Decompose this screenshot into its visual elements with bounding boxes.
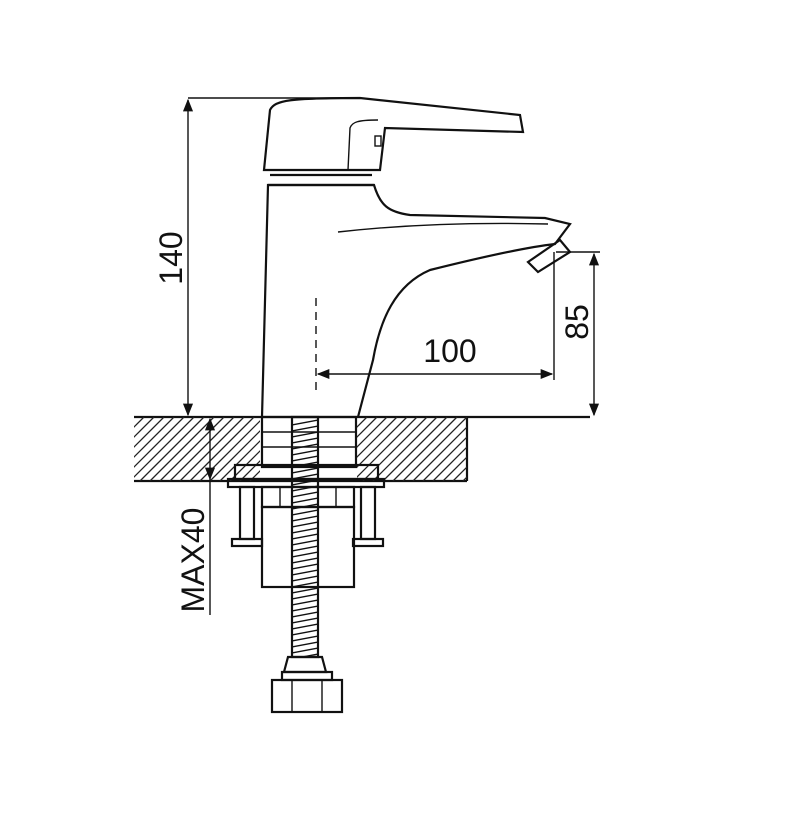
thread-line: [292, 641, 318, 648]
hatch-line: [372, 417, 438, 481]
faucet-body: [260, 173, 572, 418]
hatch-line: [249, 470, 260, 481]
dimension-label-140: 140: [153, 231, 189, 284]
thread-line: [292, 563, 318, 570]
thread-line: [292, 587, 318, 594]
dimension-label-100: 100: [423, 333, 476, 369]
thread-line: [292, 455, 318, 462]
thread-line: [292, 479, 318, 486]
hatch-line: [219, 440, 260, 481]
hatch-line: [169, 417, 235, 481]
thread-line: [292, 437, 318, 444]
thread-line: [292, 605, 318, 612]
thread-line: [292, 443, 318, 450]
thread-line: [292, 575, 318, 582]
thread-line: [292, 539, 318, 546]
hatch-line: [362, 417, 428, 481]
thread-line: [292, 629, 318, 636]
thread-line: [292, 461, 318, 468]
hatch-line: [209, 430, 260, 481]
thread-line: [292, 569, 318, 576]
thread-line: [292, 635, 318, 642]
thread-line: [292, 419, 318, 426]
hatch-line: [392, 417, 458, 481]
thread-line: [292, 473, 318, 480]
thread-line: [292, 527, 318, 534]
hatch-line: [432, 446, 467, 481]
thread-line: [292, 623, 318, 630]
hatch-line: [357, 417, 408, 468]
hatch-line: [239, 460, 260, 481]
hatch-line: [382, 417, 448, 481]
countertop-hatch-left: [134, 417, 260, 481]
thread-line: [292, 593, 318, 600]
thread-line: [292, 617, 318, 624]
hatch-line: [229, 450, 260, 481]
thread-line: [292, 509, 318, 516]
hatch-line: [402, 417, 467, 481]
hatch-line: [134, 417, 185, 468]
hatch-line: [357, 417, 388, 448]
thread-line: [292, 425, 318, 432]
hatch-line: [412, 426, 467, 481]
hatch-line: [159, 417, 225, 481]
thread-line: [292, 515, 318, 522]
thread-line: [292, 581, 318, 588]
dimension-label-max40: MAX40: [175, 508, 211, 613]
thread-line: [292, 521, 318, 528]
faucet-lever-handle: [262, 96, 525, 172]
mounting-assembly: [226, 415, 386, 714]
thread-line: [292, 503, 318, 510]
thread-line: [292, 599, 318, 606]
hatch-line: [134, 417, 165, 448]
dimension-label-85: 85: [559, 304, 595, 340]
threaded-rod: [292, 419, 318, 657]
countertop: [134, 415, 590, 483]
thread-line: [292, 551, 318, 558]
hatch-line: [134, 417, 155, 438]
thread-line: [292, 491, 318, 498]
hatch-line: [134, 417, 195, 478]
hatch-line: [134, 417, 145, 428]
dimension-spout-reach: 100: [316, 252, 555, 380]
dimension-height-total: 140: [153, 97, 360, 417]
hatch-line: [357, 417, 398, 458]
hatch-line: [357, 417, 378, 438]
thread-line: [292, 485, 318, 492]
hatch-line: [452, 466, 467, 481]
hatch-line: [422, 436, 467, 481]
thread-line: [292, 431, 318, 438]
thread-line: [292, 449, 318, 456]
thread-line: [292, 467, 318, 474]
hatch-line: [357, 417, 418, 478]
thread-line: [292, 557, 318, 564]
countertop-hatch-right: [357, 417, 467, 481]
thread-line: [292, 497, 318, 504]
hatch-line: [134, 417, 175, 458]
thread-line: [292, 545, 318, 552]
thread-line: [292, 533, 318, 540]
hatch-line: [134, 417, 135, 418]
hatch-line: [189, 417, 255, 481]
hatch-line: [462, 476, 467, 481]
dimension-spout-height: 85: [556, 251, 600, 417]
dimension-max-thickness: MAX40: [175, 417, 216, 615]
hatch-line: [139, 417, 205, 481]
hatch-line: [442, 456, 467, 481]
thread-line: [292, 611, 318, 618]
hatch-line: [149, 417, 215, 481]
thread-line: [292, 647, 318, 654]
